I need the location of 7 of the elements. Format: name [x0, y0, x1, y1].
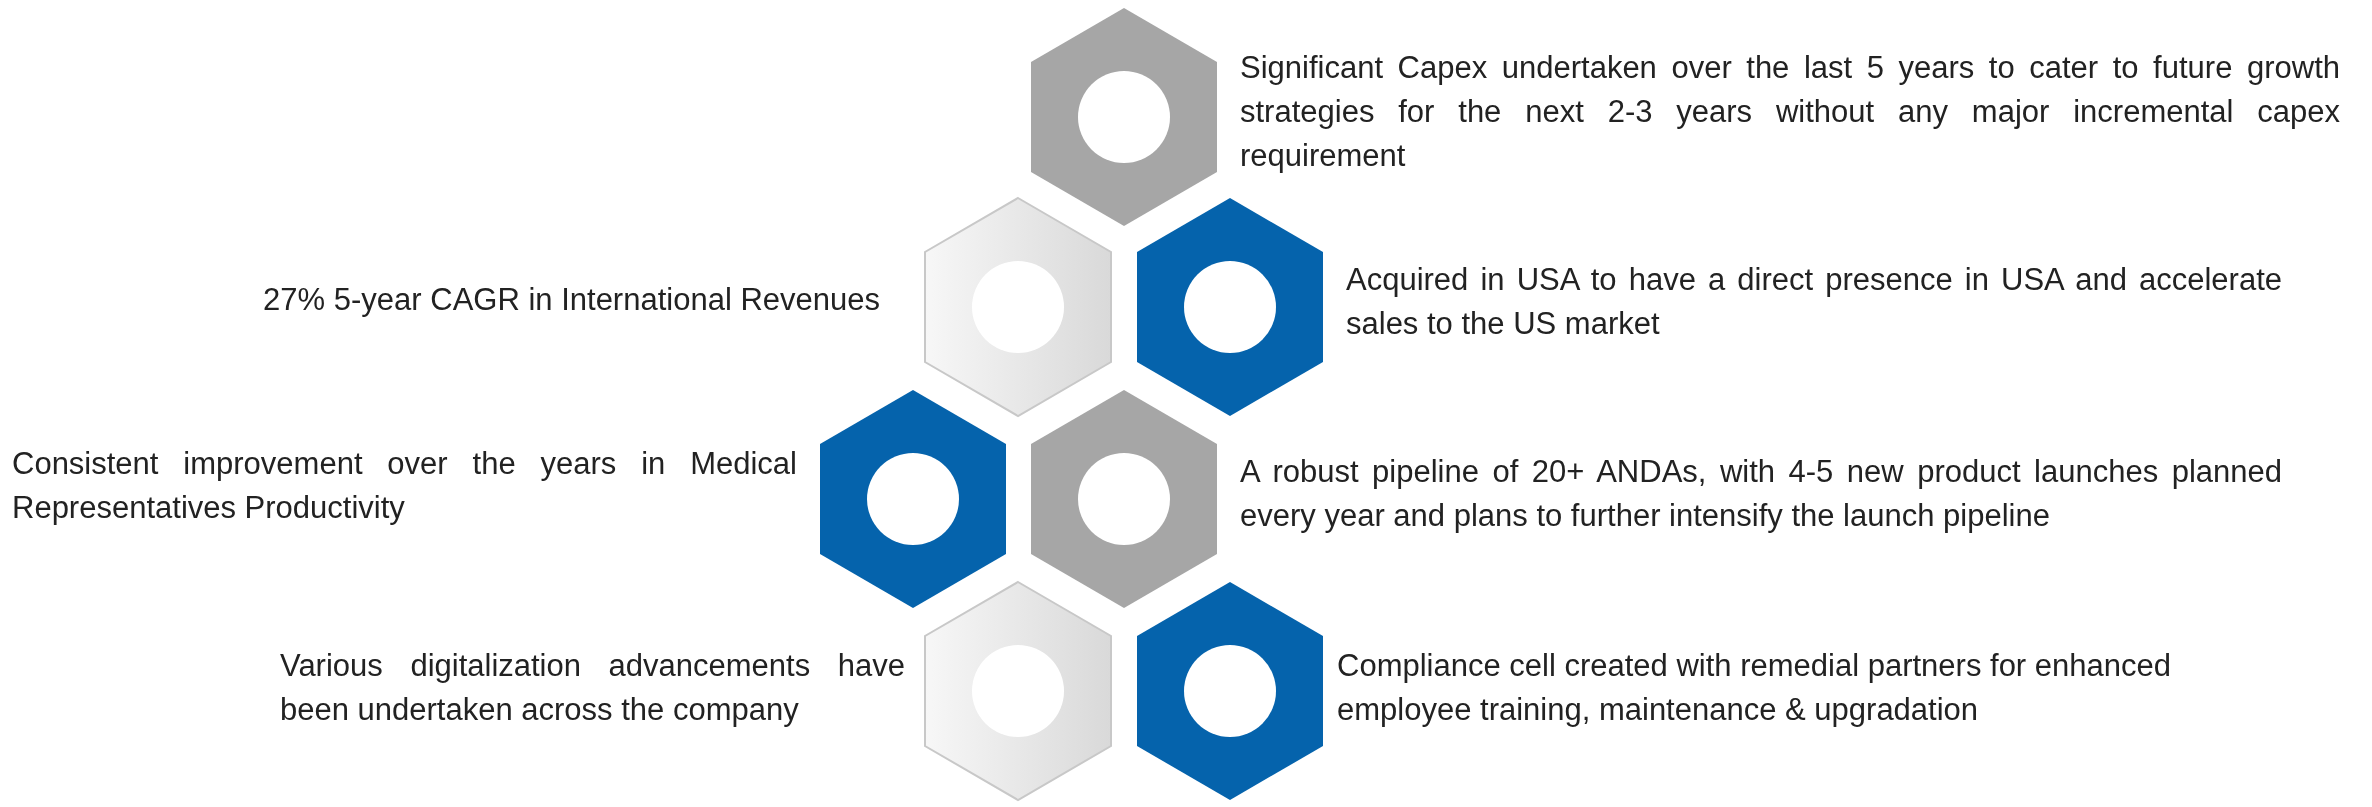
description-text: A robust pipeline of 20+ ANDAs, with 4-5 new product launches planned every year and plans to further intensify the launch pipeline	[1240, 453, 2282, 535]
description-text: Significant Capex undertaken over the last 5 years to cater to future growth strategies for the next 2-3 years without any major incremental capex requirement	[1240, 49, 2340, 175]
description-text: Various digitalization advancements have been undertaken across the company	[280, 647, 905, 729]
description-text: 27% 5-year CAGR in International Revenues	[262, 281, 880, 319]
description-text: Acquired in USA to have a direct presence in USA and accelerate sales to the US market	[1346, 261, 2282, 343]
description-text: Consistent improvement over the years in Medical Representatives Productivity	[12, 445, 797, 527]
description-text: Compliance cell created with remedial partners for enhanced employee training, maintenance & upgradation	[1337, 647, 2172, 729]
